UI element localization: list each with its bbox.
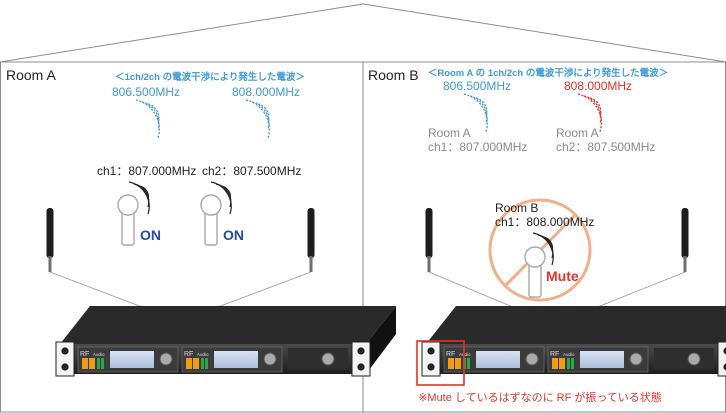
antenna-icon [46,208,54,272]
room-a-freq-right: 808.000MHz [232,85,300,99]
room-b-rf1: RF [446,351,455,358]
room-b: Room B ＜Room A の 1ch/2ch の電波干渉により発生した電波＞… [368,67,726,404]
room-a-rf2: RF [184,351,193,358]
room-a: Room A ＜1ch/2ch の電波干渉により発生した電波＞ 806.500M… [6,67,397,377]
room-b-roomA2-line2: ch2：807.500MHz [556,140,655,154]
room-a-mic1-status: ON [140,227,161,243]
microphone-icon [524,246,546,298]
room-a-audio1: Audio [93,352,105,357]
room-a-note: ＜1ch/2ch の電波干渉により発生した電波＞ [115,71,305,83]
room-b-mute: Mute [546,268,579,284]
antenna-icon [307,208,315,272]
room-b-roomA2-line1: Room A [556,126,599,140]
room-a-ch2: ch2：807.500MHz [202,164,301,178]
room-b-freq-right: 808.000MHz [564,79,632,93]
house-roof [0,3,726,63]
microphone-icon [200,194,222,246]
room-b-freq-left: 806.500MHz [443,79,511,93]
wave-icon [135,99,160,139]
microphone-icon [117,194,139,246]
room-a-rf1: RF [80,351,89,358]
room-b-label: Room B [368,67,419,83]
room-a-label: Room A [6,67,56,83]
room-a-mic2-status: ON [223,227,244,243]
rf-highlight-box [416,340,465,386]
room-b-note: ＜Room A の 1ch/2ch の電波干渉により発生した電波＞ [428,67,668,79]
room-a-ch1: ch1：807.000MHz [97,164,196,178]
room-b-caption: ※Mute しているはずなのに RF が振っている状態 [418,390,662,404]
antenna-icon [425,208,433,272]
room-a-freq-left: 806.500MHz [112,85,180,99]
no-sign-icon [488,198,592,302]
antenna-icon [681,208,689,272]
room-b-rf2: RF [550,351,559,358]
room-b-audio1: Audio [459,352,471,357]
room-b-audio2: Audio [563,352,575,357]
room-a-audio2: Audio [197,352,209,357]
room-b-roomB-line1: Room B [495,201,538,215]
wave-icon [245,99,270,139]
receiver-icon [421,305,726,377]
receiver-icon [55,305,397,377]
room-b-roomB-line2: ch1：808.000MHz [495,215,594,229]
room-b-roomA1-line2: ch1：807.000MHz [428,140,527,154]
room-b-roomA1-line1: Room A [428,126,471,140]
